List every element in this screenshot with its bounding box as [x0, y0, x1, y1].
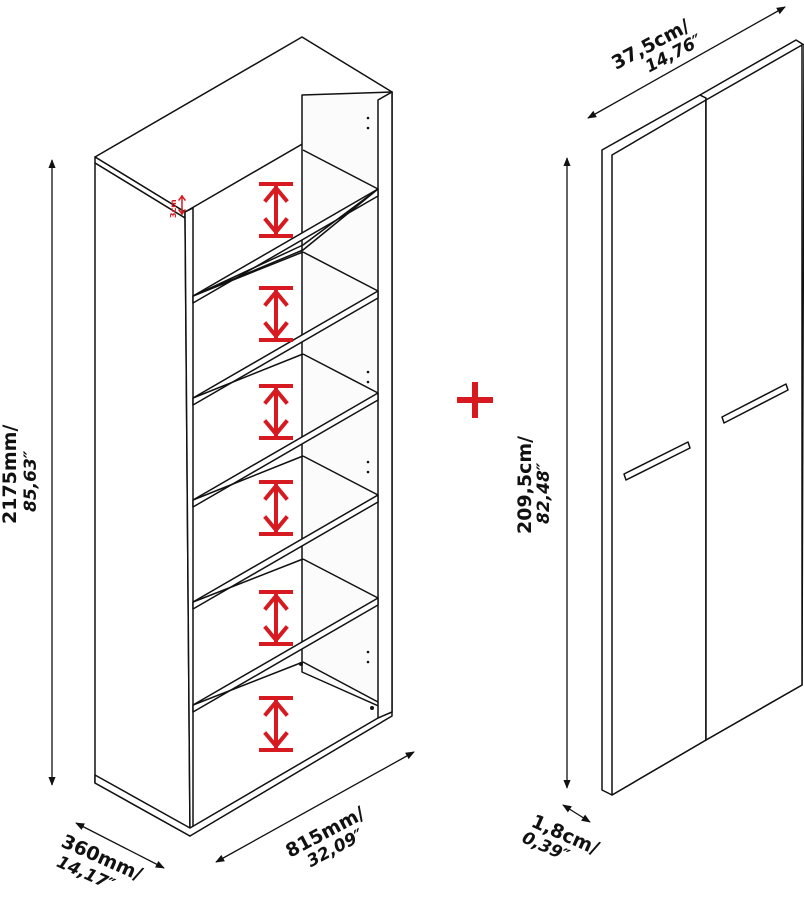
dimension-height: 2175mm/ 85,63″ — [0, 425, 41, 524]
door-height-cm-label: 209,5cm/ — [514, 436, 536, 534]
dimension-door-thickness: 1,8cm/ 0,39″ — [519, 810, 603, 866]
double-arrow-icon — [259, 384, 293, 440]
peg-holes — [299, 116, 374, 710]
top-gap-arrow-icon — [177, 194, 187, 216]
width-dimension-line — [215, 751, 415, 863]
door-right-face — [705, 44, 803, 741]
dimension-depth: 360mm/ 14,17″ — [53, 830, 145, 895]
doors-drawing — [601, 39, 804, 796]
plus-icon — [457, 382, 493, 418]
height-inch-label: 85,63″ — [21, 450, 41, 512]
dimension-door-height: 209,5cm/ 82,48″ — [514, 436, 554, 534]
shelf — [192, 290, 379, 406]
door-handle — [721, 383, 789, 424]
dimension-width: 815mm/ 32,09″ — [282, 802, 368, 871]
bookcase-side-panel — [94, 162, 191, 837]
bookcase-shelves — [192, 149, 379, 713]
depth-dimension-line — [75, 822, 165, 869]
shelf-adjust-arrows — [177, 182, 293, 752]
shelf-gap-label: 3cm — [169, 199, 178, 218]
double-arrow-icon — [259, 182, 293, 238]
bookcase-right-side — [377, 91, 393, 721]
door-left-face — [611, 99, 707, 796]
door-handle — [623, 441, 691, 481]
dimension-lines — [48, 6, 786, 869]
door-height-inch-label: 82,48″ — [534, 462, 554, 524]
shelf — [192, 494, 379, 610]
shelf — [192, 392, 379, 508]
height-mm-label: 2175mm/ — [0, 425, 21, 524]
double-arrow-icon — [259, 696, 293, 752]
double-arrow-icon — [259, 286, 293, 342]
shelf — [192, 597, 379, 713]
bookcase-drawing — [94, 36, 393, 837]
door-thickness-dimension-line — [562, 804, 591, 823]
door-width-dimension-line — [587, 6, 786, 119]
double-arrow-icon — [259, 590, 293, 646]
double-arrow-icon — [259, 480, 293, 536]
